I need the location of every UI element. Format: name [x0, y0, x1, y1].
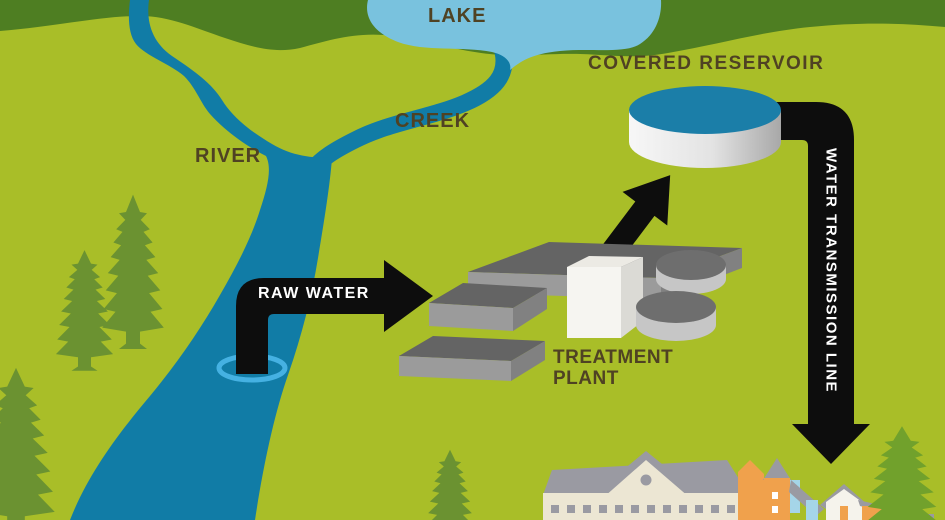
small-house [826, 489, 862, 520]
raw-water-pipe-arrow [236, 260, 433, 374]
orange-building [738, 460, 764, 520]
plant-building-front [567, 267, 621, 338]
clarifier-tank [656, 250, 726, 294]
river-label: RIVER [195, 145, 262, 167]
covered-reservoir-tank [629, 86, 781, 168]
water-transmission-line-label: WATER TRANSMISSION LINE [822, 147, 840, 394]
plant-building-top [567, 256, 643, 267]
raw-water-label: RAW WATER [258, 285, 370, 302]
lake-label: LAKE [428, 5, 487, 27]
lake-water [367, 0, 662, 70]
creek-stream [303, 43, 513, 179]
window-row [551, 505, 735, 513]
treatment-plant-structures [399, 242, 742, 381]
river-water [70, 0, 332, 520]
creek-label: CREEK [395, 110, 471, 132]
water-transmission-pipe-arrow [770, 102, 870, 464]
town-buildings [543, 451, 934, 520]
covered-reservoir-label: COVERED RESERVOIR [588, 53, 825, 74]
pediment-round-window [640, 474, 652, 486]
treatment-plant-label: TREATMENT PLANT [553, 347, 674, 390]
clarifier-tank [636, 291, 716, 341]
